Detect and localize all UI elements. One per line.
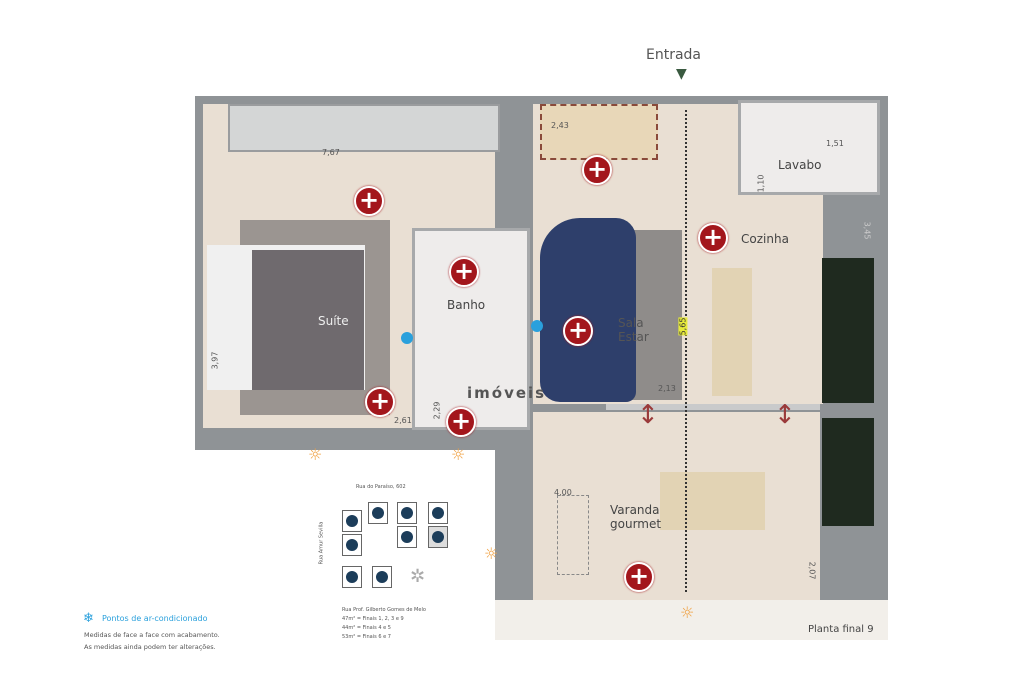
- ac-point-icon: [531, 320, 543, 332]
- key-plan-street-left: Rua Amur Sevilla: [318, 521, 325, 565]
- unit-badge: 8: [372, 507, 384, 519]
- double-arrow-icon: ↕: [637, 400, 659, 430]
- room-label-living: Sala Estar: [618, 316, 649, 344]
- dim-living-rug: 2,13: [658, 384, 676, 393]
- key-plan-info: Rua Prof. Gilberto Gomes de Melo 47m² = …: [342, 606, 426, 642]
- dining-table: [660, 472, 765, 530]
- point-marker-icon[interactable]: +: [563, 316, 593, 346]
- unit-badge: 9: [432, 507, 444, 519]
- unit-badge: 6: [346, 515, 358, 527]
- sun-icon: ☼: [451, 445, 466, 464]
- sun-icon: ☼: [308, 445, 323, 464]
- sun-icon: ☼: [680, 603, 695, 622]
- dim-balcony-right: 2,07: [807, 561, 817, 580]
- bed-cover: [252, 250, 364, 390]
- entrance-arrow-icon: ▼: [676, 66, 687, 82]
- legend-note: Medidas de face a face com acabamento.: [84, 631, 220, 639]
- double-arrow-icon: ↕: [774, 400, 796, 430]
- legend-note: As medidas ainda podem ter alterações.: [84, 643, 216, 651]
- sliding-door: [606, 404, 820, 410]
- dim-sideboard: 2,43: [551, 121, 569, 130]
- lavatory: [738, 100, 880, 195]
- point-marker-icon[interactable]: +: [624, 562, 654, 592]
- entrance-label: Entrada: [646, 47, 702, 63]
- kitchen-counter: [822, 258, 874, 403]
- sideboard: [540, 104, 658, 160]
- point-marker-icon[interactable]: +: [582, 155, 612, 185]
- info-line: 47m² = Finais 1, 2, 3 e 9: [342, 616, 404, 622]
- info-line: 44m² = Finais 4 e 5: [342, 625, 391, 631]
- unit-badge: 7: [376, 571, 388, 583]
- room-label-suite: Suíte: [318, 314, 349, 328]
- room-label-bath: Banho: [447, 298, 486, 312]
- dim-total-depth: 5,65: [678, 317, 688, 336]
- point-marker-icon[interactable]: +: [354, 186, 384, 216]
- dim-lavatory: 1,51: [826, 139, 844, 148]
- legend-title: Pontos de ar-condicionado: [102, 614, 208, 623]
- unit-badge: 6: [346, 571, 358, 583]
- dim-bath-width: 2,29: [432, 401, 442, 420]
- compass-icon: ✲: [410, 566, 426, 587]
- sun-icon: ☼: [484, 544, 499, 563]
- point-marker-icon[interactable]: +: [365, 387, 395, 417]
- depth-dimension-line: [685, 110, 687, 592]
- info-line: Rua Prof. Gilberto Gomes de Melo: [342, 607, 426, 613]
- dim-suite-depth: 3,97: [210, 351, 220, 370]
- point-marker-icon[interactable]: +: [449, 257, 479, 287]
- room-label-balcony: Varanda gourmet: [610, 503, 662, 531]
- point-marker-icon[interactable]: +: [698, 223, 728, 253]
- key-plan-street-top: Rua do Paraíso, 602: [356, 484, 406, 490]
- closet: [228, 104, 500, 152]
- unit-badge: 5: [346, 539, 358, 551]
- unit-badge: 0: [401, 531, 413, 543]
- ac-point-icon: [401, 332, 413, 344]
- info-line: 53m² = Finais 6 e 7: [342, 634, 391, 640]
- room-label-kitchen: Cozinha: [741, 232, 789, 246]
- balcony-ledge: [495, 600, 888, 640]
- unit-badge: 0: [432, 531, 444, 543]
- dim-lavatory-small: 1,10: [756, 174, 766, 193]
- balcony-counter: [822, 418, 874, 526]
- plan-name: Planta final 9: [808, 624, 874, 635]
- dim-balcony-bench: 4,00: [554, 488, 572, 497]
- watermark: imóveis: [467, 384, 547, 402]
- dim-closet: 7,67: [322, 148, 340, 157]
- balcony-bench: [557, 495, 589, 575]
- snowflake-icon: ❄: [83, 611, 94, 626]
- unit-badge: 2: [401, 507, 413, 519]
- kitchen-table: [712, 268, 752, 396]
- room-label-lavatory: Lavabo: [778, 158, 822, 172]
- sofa: [540, 218, 636, 402]
- point-marker-icon[interactable]: +: [446, 407, 476, 437]
- dim-kitchen: 3,45: [862, 221, 872, 240]
- dim-suite-side: 2,61: [394, 416, 412, 425]
